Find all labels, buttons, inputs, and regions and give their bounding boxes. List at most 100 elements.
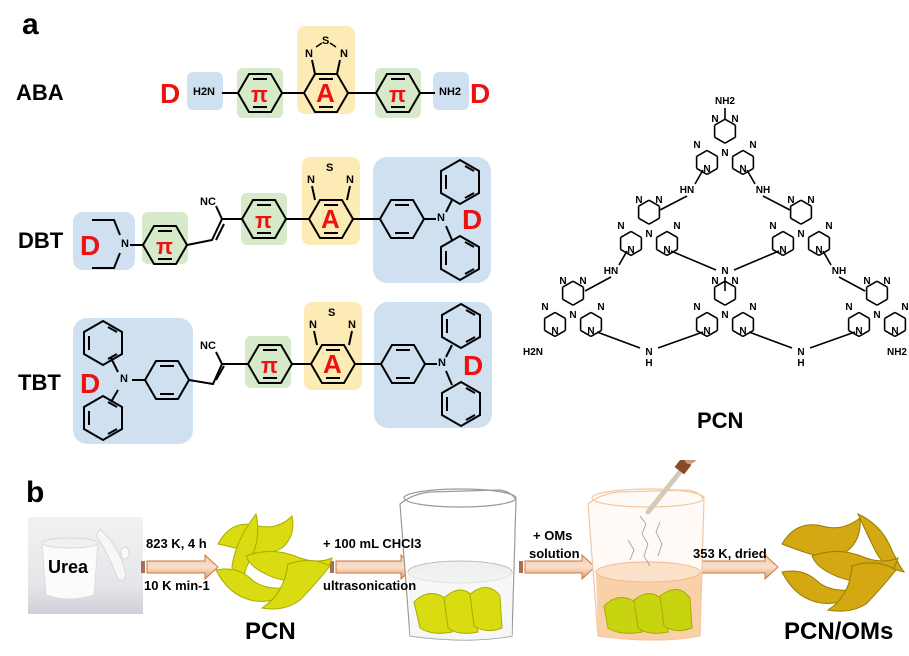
- bond: [544, 329, 556, 338]
- pcn-atom-label: N: [845, 302, 852, 313]
- bond: [742, 311, 754, 320]
- bond: [894, 311, 906, 320]
- bond: [818, 230, 830, 239]
- pi-box: [237, 68, 283, 118]
- bond: [808, 248, 820, 257]
- crucible-label: Urea: [48, 557, 89, 577]
- atom-s: S: [326, 162, 334, 174]
- pcn-atom-label: N: [749, 302, 756, 313]
- pcn-sheets-illustration: [215, 512, 333, 610]
- bond: [858, 329, 870, 338]
- bond: [876, 298, 888, 306]
- bond: [800, 217, 812, 225]
- donor-marker: D: [80, 230, 101, 261]
- pcn-atom-label: N: [569, 310, 576, 321]
- bond: [732, 329, 744, 338]
- pcn-atom-label: N: [551, 326, 558, 337]
- pcn-atom-label: H2N: [523, 347, 543, 358]
- step-3-condition-bottom: solution: [529, 546, 580, 561]
- pcn-atom-label: N: [825, 221, 832, 232]
- bond: [554, 329, 566, 338]
- pcn-atom-label: N: [655, 195, 662, 206]
- bond: [838, 276, 866, 292]
- pcn-atom-label: NH2: [887, 347, 907, 358]
- bond: [656, 248, 668, 257]
- bond: [858, 311, 870, 320]
- pcn-atom-label: N: [693, 140, 700, 151]
- atom-n: N: [121, 238, 129, 250]
- bond: [724, 136, 736, 144]
- pi-marker: π: [261, 353, 278, 378]
- pcn-atom-label: N: [855, 326, 862, 337]
- pi-marker: π: [156, 234, 173, 259]
- bond: [866, 280, 878, 288]
- bond: [666, 230, 678, 239]
- pcn-atom-label: N: [711, 114, 718, 125]
- bond: [848, 329, 860, 338]
- pcn-atom-label: N: [749, 140, 756, 151]
- donor-marker: D: [80, 368, 101, 399]
- pcn-atom-label: N: [559, 276, 566, 287]
- atom-n: N: [348, 319, 356, 331]
- molecule-name-dbt: DBT: [18, 228, 64, 253]
- acceptor-box: [297, 26, 355, 114]
- crucible-icon: [41, 528, 130, 600]
- bond: [714, 118, 726, 126]
- crucible-photo: Urea: [28, 517, 143, 614]
- donor-box: [433, 72, 469, 110]
- pi-marker: π: [255, 208, 272, 233]
- step-3-condition-top: + OMs: [533, 528, 573, 543]
- bond: [724, 298, 736, 306]
- pcn-atom-label: N: [731, 114, 738, 125]
- atom-n: N: [307, 174, 315, 186]
- bond: [554, 311, 566, 320]
- bond: [706, 149, 718, 158]
- bond: [696, 311, 708, 320]
- pcn-atom-label: N: [587, 326, 594, 337]
- bond: [866, 298, 878, 306]
- pcn-product-label: PCN: [245, 618, 296, 645]
- atom-n: N: [438, 357, 446, 369]
- bond: [544, 311, 556, 320]
- bond: [590, 311, 602, 320]
- panel-a-label: a: [22, 8, 39, 41]
- pcn-atom-label: N: [883, 276, 890, 287]
- bond: [733, 250, 780, 271]
- pcn-atom-label: N: [693, 302, 700, 313]
- bond: [659, 195, 688, 211]
- pcn-oms-sheets-illustration: [781, 512, 906, 612]
- pcn-atom-label: N: [673, 221, 680, 232]
- amine-group: H2N: [193, 86, 216, 98]
- bond: [742, 149, 754, 158]
- acceptor-marker: A: [323, 349, 342, 379]
- step-2-condition-top: + 100 mL CHCl3: [323, 536, 422, 551]
- pi-marker: π: [251, 82, 268, 107]
- pcn-atom-label: N: [863, 276, 870, 287]
- bond: [894, 329, 906, 338]
- pcn-atom-label: N: [797, 229, 804, 240]
- arrow-step-2: [330, 553, 415, 581]
- pcn-atom-label: N: [541, 302, 548, 313]
- donor-marker: D: [462, 204, 483, 235]
- pcn-atom-label: N: [739, 326, 746, 337]
- pcn-atom-label: NH: [756, 185, 770, 196]
- pcn-atom-label: N: [769, 221, 776, 232]
- bond: [706, 311, 718, 320]
- atom-n: N: [437, 212, 445, 224]
- pcn-atom-label: N: [891, 326, 898, 337]
- pcn-atom-label: NH: [832, 266, 846, 277]
- pcn-atom-label: N: [617, 221, 624, 232]
- pi-box: [375, 68, 421, 118]
- pcn-atom-label: N: [873, 310, 880, 321]
- donor-marker: D: [463, 350, 484, 381]
- pcn-atom-label: N: [635, 195, 642, 206]
- step-1-condition-bottom: 10 K min-1: [144, 578, 210, 593]
- pcn-atom-label: NH2: [715, 96, 735, 107]
- arrow-step-3: [519, 553, 596, 581]
- bond: [630, 248, 642, 257]
- bond: [580, 311, 592, 320]
- bond: [638, 199, 650, 207]
- bond: [772, 230, 784, 239]
